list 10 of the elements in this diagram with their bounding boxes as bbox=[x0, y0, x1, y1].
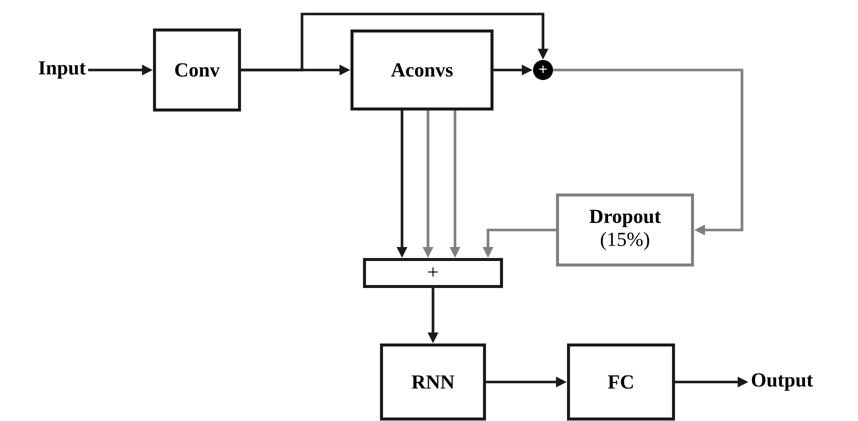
process-box: Dropout (15%) bbox=[556, 194, 694, 266]
sum-bar: + bbox=[363, 258, 503, 288]
process-box: FC bbox=[567, 344, 675, 420]
process-box: Aconvs bbox=[350, 30, 494, 110]
process-box: RNN bbox=[380, 344, 486, 420]
output-label: Output bbox=[752, 373, 814, 391]
arrow bbox=[553, 68, 744, 236]
arrow bbox=[241, 12, 548, 72]
process-box: Conv bbox=[153, 28, 241, 112]
input-label: Input bbox=[38, 61, 86, 79]
